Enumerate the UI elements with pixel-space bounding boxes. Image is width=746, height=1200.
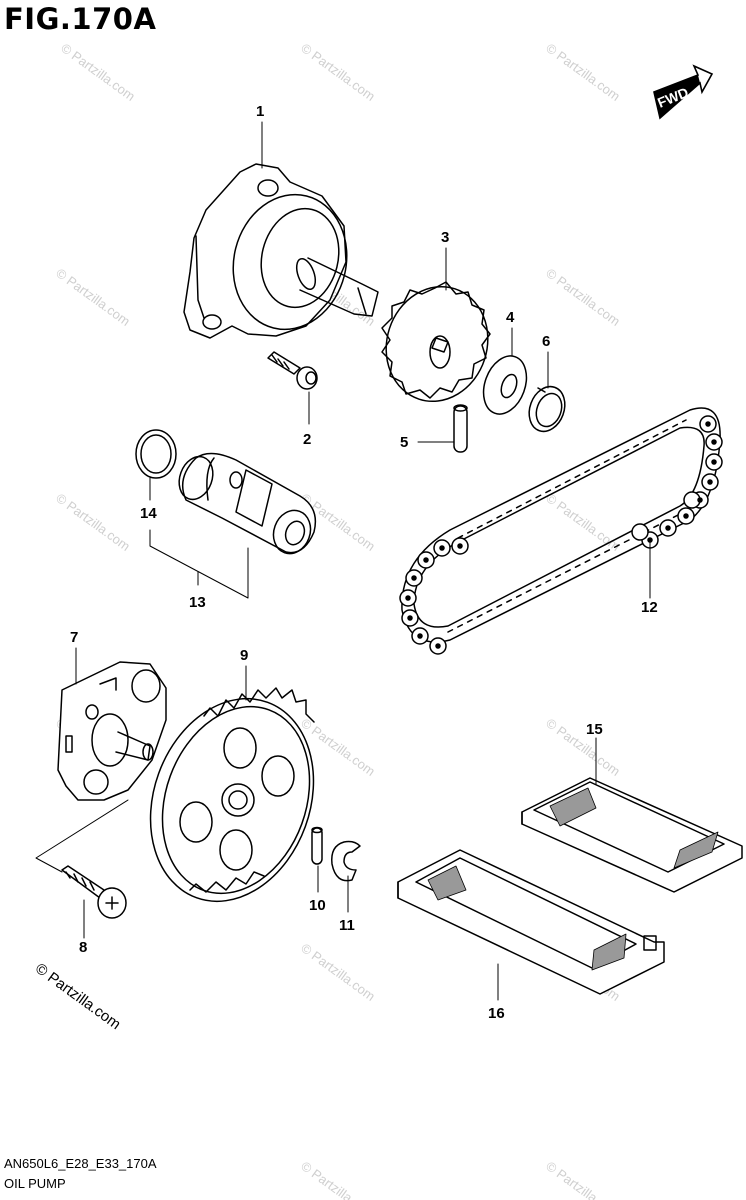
watermark: © Partzilla.com [53,490,133,554]
watermark: © Partzilla.com [58,40,138,104]
part-pin-10 [311,826,323,865]
callout-7: 7 [70,629,78,646]
model-code: AN650L6_E28_E33_170A [4,1156,157,1171]
part-relief-valve-13 [178,452,317,555]
watermark: © Partzilla.com [543,715,623,779]
part-circlip-6 [528,385,566,433]
callout-8: 8 [79,939,87,956]
figure-caption: OIL PUMP [4,1176,66,1191]
watermark: © Partzilla.com [543,265,623,329]
watermark: © Partzilla.com [53,265,133,329]
callout-9: 9 [240,647,248,664]
watermark: © Partzilla.com [543,1158,623,1200]
callout-labels: 1 2 3 4 5 6 7 8 9 10 11 12 13 14 15 16 [70,103,658,1022]
callout-14: 14 [140,505,157,522]
callout-12: 12 [641,599,658,616]
part-e-clip-11 [331,840,361,882]
part-pin-5 [453,404,468,453]
watermark: © Partzilla.com [298,940,378,1004]
callout-13: 13 [189,594,206,611]
figure-title: FIG.170A [4,2,157,36]
callout-15: 15 [586,721,603,738]
callout-10: 10 [309,897,326,914]
watermark: © Partzilla.com [298,1158,378,1200]
part-oil-pump-body [183,163,379,339]
part-o-ring-14 [135,429,177,479]
part-screw-8 [61,865,127,919]
callout-11: 11 [339,917,355,934]
watermark: © Partzilla.com [543,40,623,104]
callout-16: 16 [488,1005,505,1022]
watermark: © Partzilla.com [298,40,378,104]
part-oil-screen-16 [397,849,665,995]
callout-4: 4 [506,309,515,326]
callout-5: 5 [400,434,408,451]
part-sprocket-3 [381,281,491,403]
part-gear-9 [149,687,315,903]
callout-6: 6 [542,333,550,350]
part-washer-4 [482,355,528,415]
callout-1: 1 [256,103,264,120]
leader-lines [35,121,651,1001]
part-bolt-2 [267,351,318,390]
part-pump-cover-7 [57,661,167,801]
part-oil-screen-15 [521,777,743,893]
callout-2: 2 [303,431,311,448]
part-chain-12 [399,407,723,655]
watermark-layer: © Partzilla.com © Partzilla.com © Partzi… [53,40,623,1200]
watermark: © Partzilla.com [543,490,623,554]
fwd-arrow-icon: FWD [653,64,714,120]
callout-3: 3 [441,229,449,246]
